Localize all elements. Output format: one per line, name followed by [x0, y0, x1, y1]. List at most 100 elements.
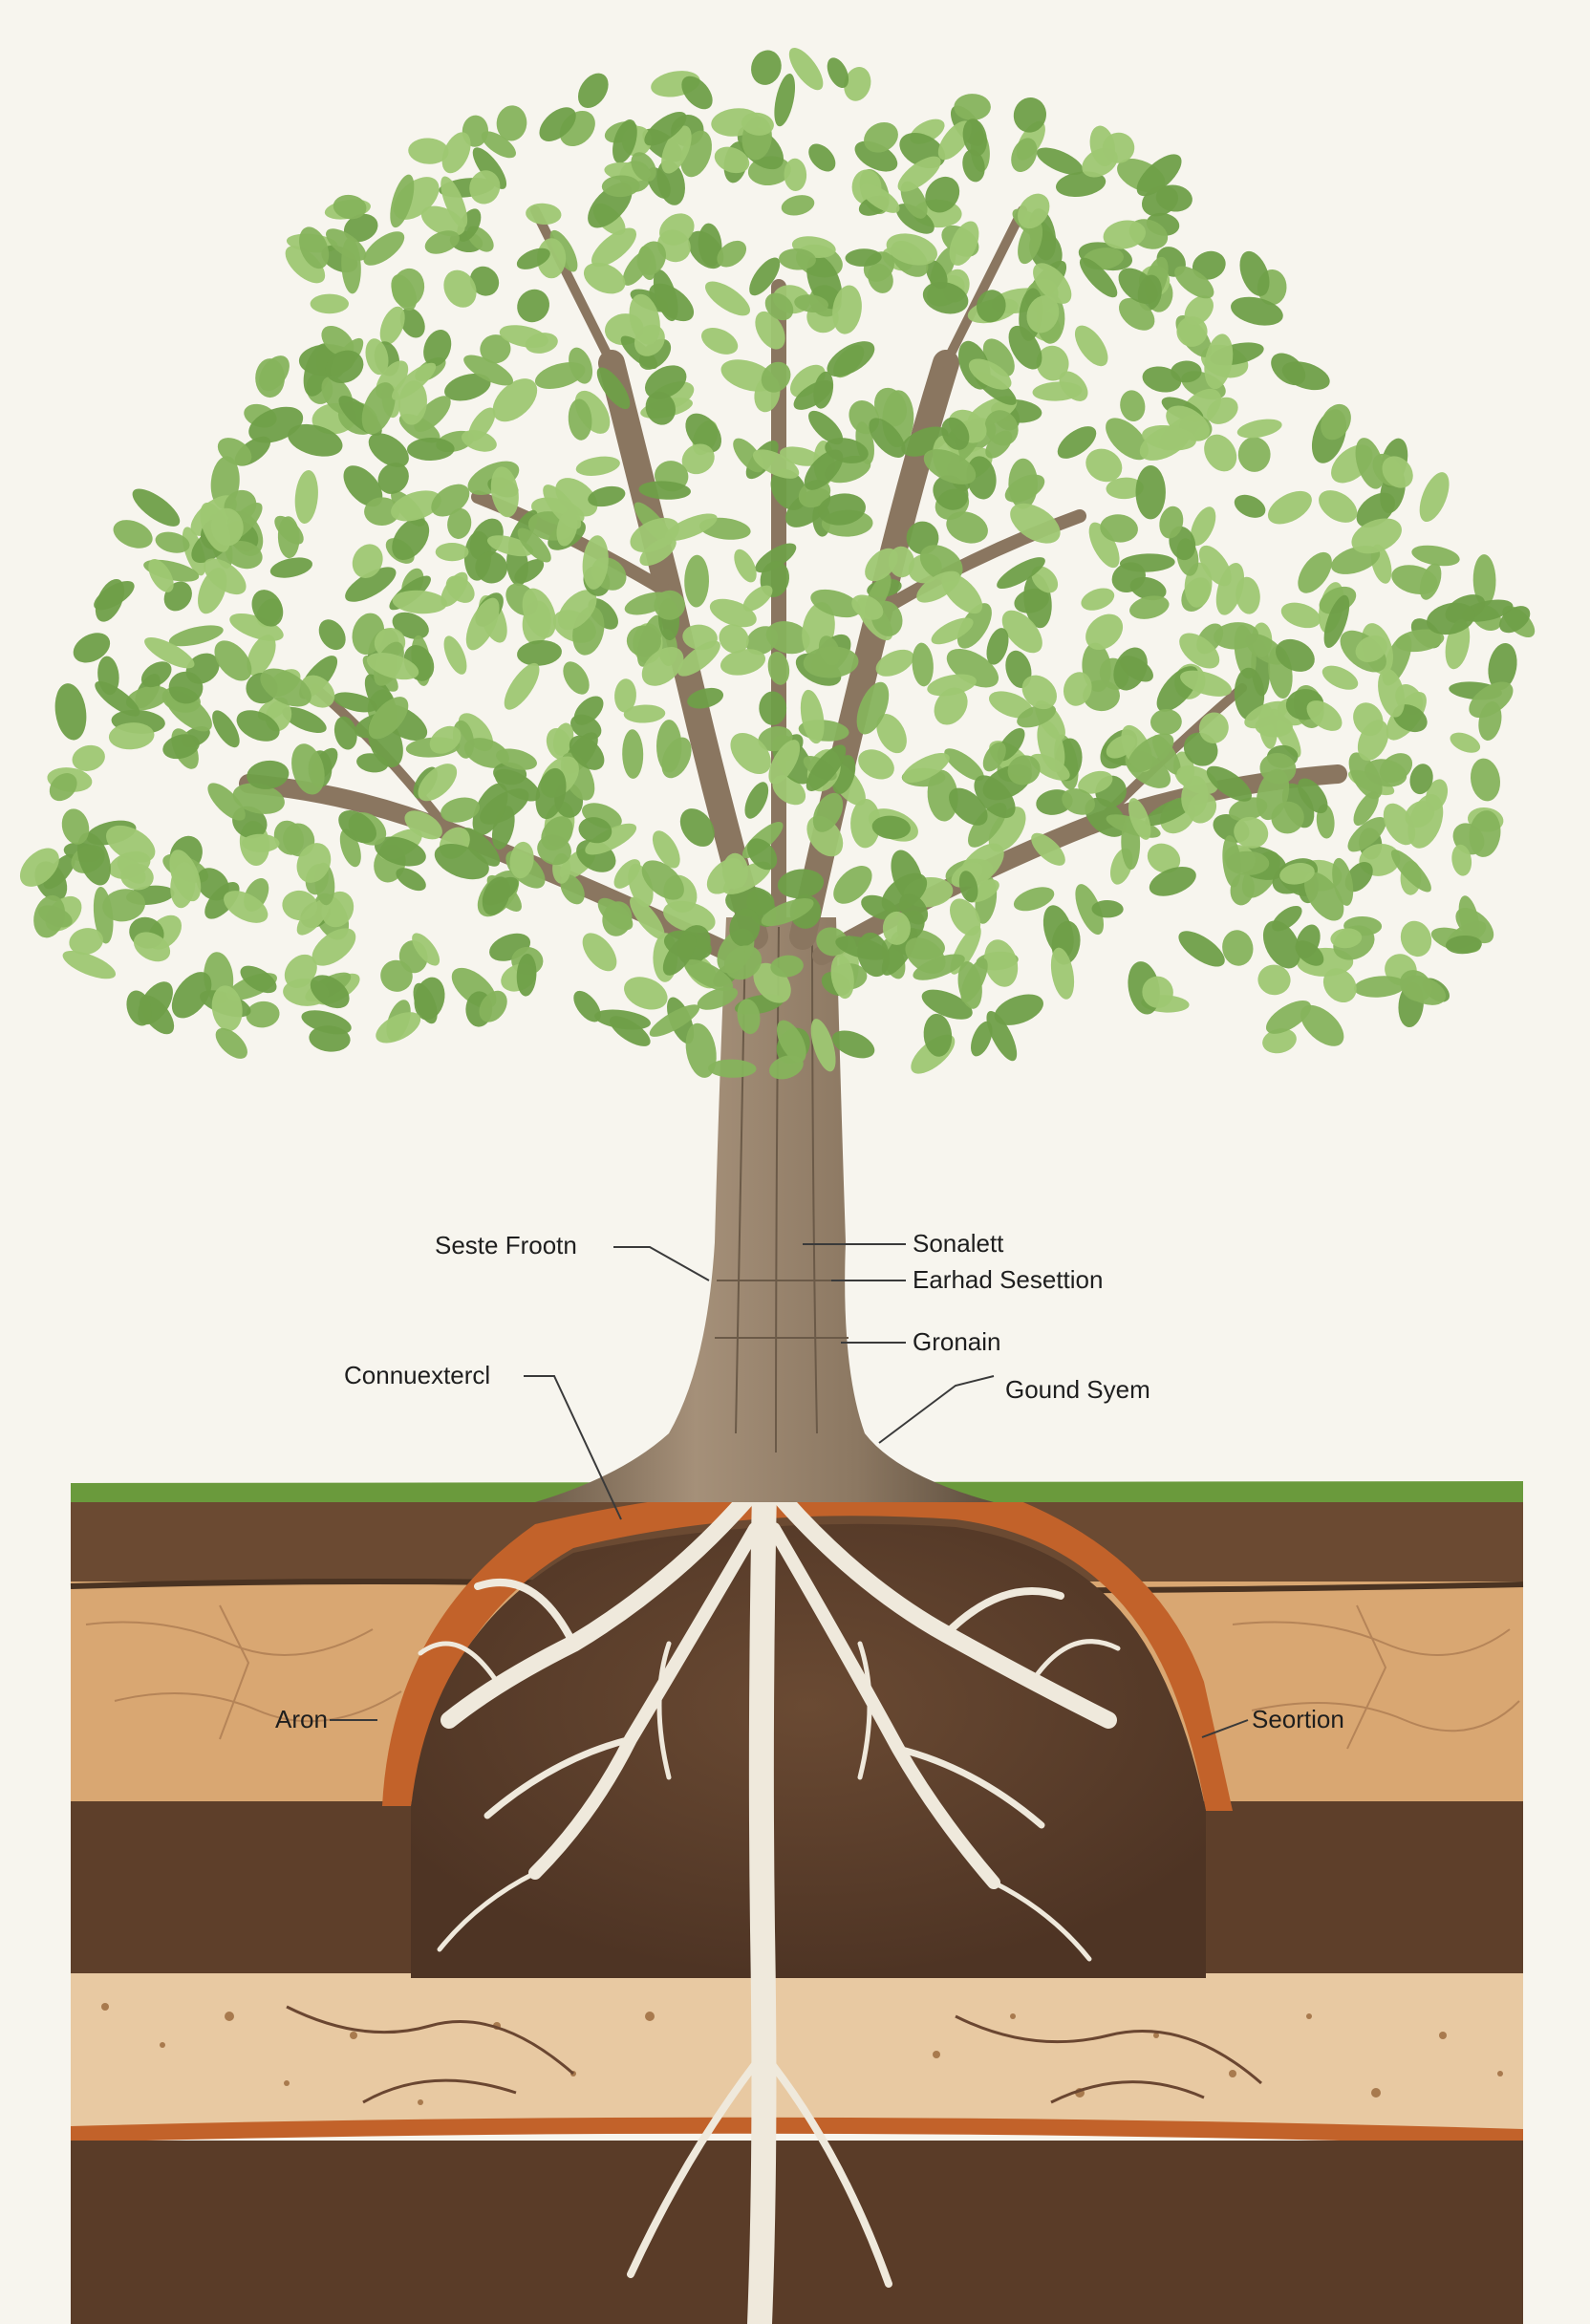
leaf	[974, 775, 1016, 819]
leaf	[684, 554, 710, 608]
leaf	[761, 361, 791, 393]
leaf	[577, 73, 609, 109]
leaf	[429, 725, 462, 754]
leaf	[1348, 752, 1383, 800]
leaf	[407, 437, 455, 462]
leaf	[517, 527, 551, 563]
leaf	[1036, 147, 1084, 175]
leaf	[1011, 138, 1038, 173]
leaf	[345, 567, 397, 602]
leaf	[1036, 345, 1069, 381]
leaf	[774, 73, 796, 127]
leaf	[636, 614, 663, 667]
leaf	[788, 47, 824, 91]
leaf	[490, 466, 519, 518]
leaf	[569, 735, 605, 770]
leaf	[1470, 758, 1501, 802]
leaf	[1234, 816, 1269, 849]
leaf	[966, 456, 997, 500]
leaf	[1499, 606, 1531, 634]
leaf	[1198, 545, 1232, 587]
leaf	[19, 848, 59, 887]
leaf	[168, 671, 204, 704]
leaf	[701, 327, 739, 355]
leaf	[1357, 720, 1389, 762]
leaf	[1014, 588, 1049, 613]
leaf	[986, 1010, 1018, 1062]
leaf	[777, 869, 825, 899]
leaf	[986, 628, 1009, 665]
leaf	[1395, 629, 1445, 653]
leaf	[431, 484, 470, 517]
leaf	[585, 823, 637, 855]
leaf	[552, 722, 574, 756]
label-sonalett: Sonalett	[913, 1229, 1004, 1258]
leaf	[434, 843, 489, 880]
leaf	[1279, 863, 1315, 885]
leaf	[33, 894, 66, 938]
leaf	[392, 268, 425, 308]
leaf	[282, 706, 327, 734]
leaf	[984, 410, 1019, 446]
leaf	[1174, 266, 1214, 299]
leaf	[734, 549, 757, 583]
leaf	[844, 67, 871, 101]
leaf	[215, 1027, 247, 1059]
leaf	[1272, 905, 1302, 932]
leader-seste-frootn	[613, 1246, 710, 1281]
leaf	[1106, 477, 1144, 500]
leaf	[664, 513, 718, 541]
leaf	[679, 808, 715, 847]
leaf	[724, 945, 763, 980]
leaf	[1255, 715, 1293, 738]
fine-roots	[286, 2005, 1262, 2104]
leaf	[499, 325, 548, 348]
leaf	[612, 119, 637, 163]
leaf	[827, 341, 875, 377]
leaf	[1378, 668, 1406, 718]
leaf	[1179, 633, 1220, 669]
leaf	[1353, 976, 1407, 998]
leaf	[277, 516, 300, 559]
leaf	[1300, 1004, 1344, 1046]
leaf	[368, 697, 409, 740]
leaf	[722, 861, 771, 894]
leaf	[1082, 147, 1118, 178]
leaf	[921, 989, 973, 1020]
leaf	[755, 311, 785, 350]
leaf	[214, 640, 252, 681]
leaf	[652, 830, 680, 869]
leaf	[461, 430, 497, 452]
leaf	[563, 661, 590, 695]
leaf	[923, 449, 977, 484]
leaf	[1113, 647, 1148, 691]
leaf	[465, 597, 500, 651]
leaf	[361, 382, 396, 435]
leader-seortion	[1201, 1719, 1249, 1738]
leaf	[536, 238, 567, 279]
leaf	[1128, 733, 1174, 773]
leaf	[326, 228, 367, 261]
leaf	[913, 954, 965, 980]
leaf	[688, 230, 724, 269]
leaf	[1013, 97, 1046, 133]
leaf	[962, 149, 985, 183]
leaf	[1166, 405, 1210, 441]
leaf	[374, 836, 426, 867]
leaf	[861, 894, 899, 920]
leaf	[830, 954, 854, 1000]
leaf	[573, 990, 601, 1022]
leaf	[804, 449, 844, 490]
leaf	[881, 927, 918, 976]
leaf	[486, 535, 534, 557]
leaf	[687, 687, 724, 709]
leaf	[1013, 887, 1055, 912]
leaf	[714, 146, 750, 174]
leaf	[833, 866, 872, 904]
leaf	[588, 485, 626, 507]
sand-dots	[101, 2003, 1503, 2105]
leaf	[1079, 257, 1118, 298]
canopy	[19, 47, 1536, 1080]
leaf	[591, 227, 637, 268]
leaf	[860, 183, 900, 213]
